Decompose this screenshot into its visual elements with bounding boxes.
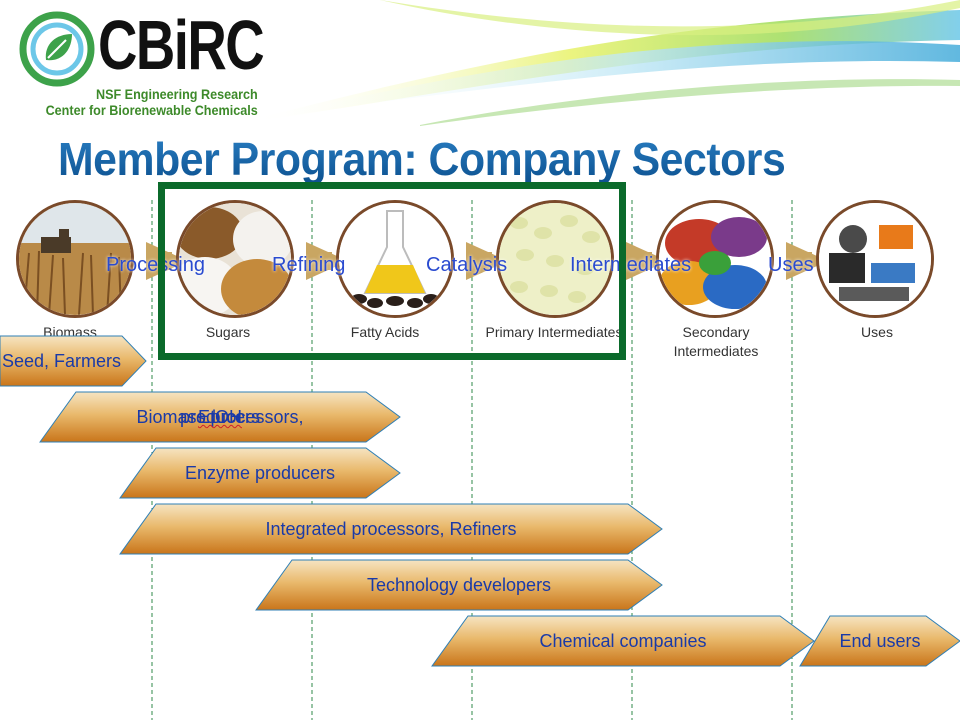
node-label-primary-intermediates: Primary Intermediates <box>485 324 623 340</box>
primary-intermediates-image <box>496 200 614 318</box>
logo-wordmark: CBiRC <box>98 6 265 84</box>
sector-label: Enzyme producers <box>184 463 336 483</box>
logo-tagline-2: Center for Biorenewable Chemicals <box>45 102 258 118</box>
sector-bar-chemical-companies: Chemical companies <box>431 615 815 667</box>
biomass-image <box>16 200 134 318</box>
sector-bar-enzyme-producers: Enzyme producers <box>119 447 401 499</box>
slide-title: Member Program: Company Sectors <box>58 133 786 185</box>
sector-bar-biomass-processors: Biomass processors, EtOH producers <box>39 391 401 443</box>
header-swoosh <box>250 0 960 126</box>
sector-bar-seed-farmers: Seed, Farmers <box>0 335 147 387</box>
step-refining: Refining <box>272 254 346 276</box>
sector-bar-integrated-processors: Integrated processors, Refiners <box>119 503 663 555</box>
sector-bar-end-users: End users <box>799 615 960 667</box>
sugars-image <box>176 200 294 318</box>
cbirc-logo: CBiRC NSF Engineering Research Center fo… <box>18 8 268 120</box>
step-processing: Processing <box>106 254 205 276</box>
uses-image <box>816 200 934 318</box>
leaf-circle-icon <box>19 11 95 87</box>
sector-label: Chemical companies <box>539 631 707 651</box>
sector-label: Integrated processors, Refiners <box>265 519 517 539</box>
node-label-uses: Uses <box>861 324 893 340</box>
focus-highlight-box <box>158 182 626 360</box>
secondary-intermediates-image <box>656 200 774 318</box>
node-label-secondary-intermediates: Secondary Intermediates <box>673 324 759 359</box>
sector-label: Technology developers <box>366 575 552 595</box>
sector-label: End users <box>839 631 921 651</box>
logo-tagline-1: NSF Engineering Research <box>96 86 258 102</box>
node-label-fatty-acids: Fatty Acids <box>350 324 420 340</box>
step-catalysis: Catalysis <box>426 254 508 276</box>
sector-bar-technology-developers: Technology developers <box>255 559 663 611</box>
fatty-acids-image <box>336 200 454 318</box>
node-label-sugars: Sugars <box>205 324 251 340</box>
sector-label: Seed, Farmers <box>2 351 122 371</box>
step-intermediates: Intermediates <box>570 254 692 276</box>
step-uses: Uses <box>768 254 814 276</box>
